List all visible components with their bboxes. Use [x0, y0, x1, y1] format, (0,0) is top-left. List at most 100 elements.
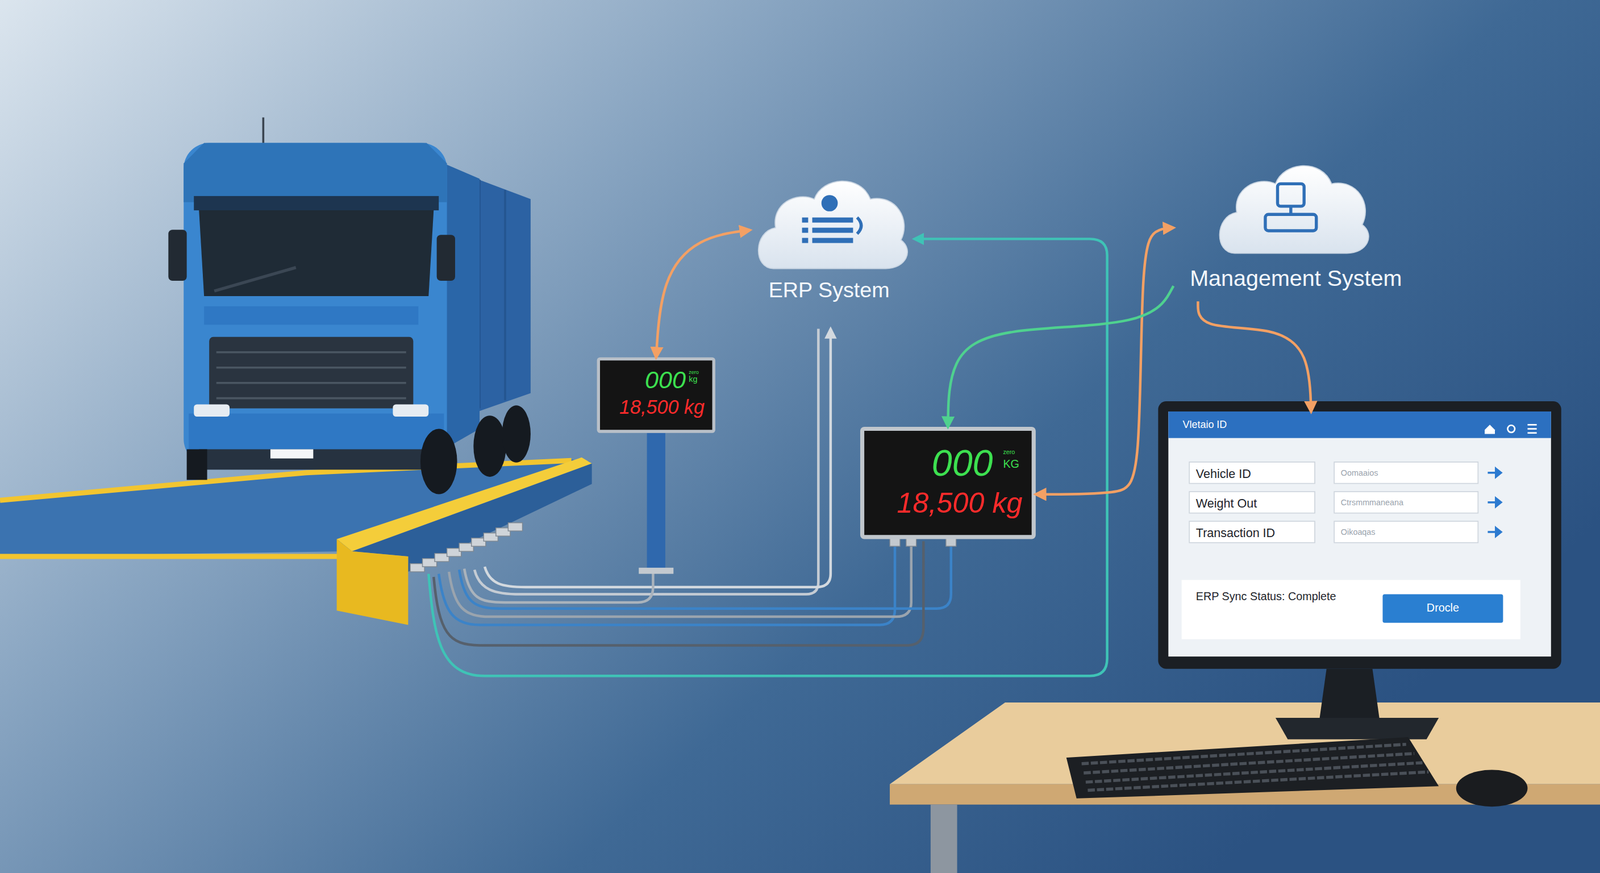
list-bar: [812, 227, 854, 233]
indicator-cable: [464, 568, 653, 603]
cab-roof: [183, 143, 447, 203]
wheel: [473, 415, 506, 477]
status-panel: ERP Sync Status: CompleteDrocle: [1181, 579, 1521, 639]
headlight: [392, 403, 429, 417]
grille-bars: [216, 352, 407, 399]
menu-line: [1527, 427, 1537, 430]
weight-readout: 18,500 kg: [897, 489, 1023, 518]
connector-arrow: [656, 230, 750, 358]
wiper: [214, 267, 297, 291]
windshield: [198, 210, 434, 297]
zero-readout: 000: [644, 367, 686, 393]
cloud-group: [1219, 165, 1369, 254]
wheel: [420, 428, 458, 495]
unit-note: zero: [1002, 448, 1015, 456]
load-cell-cable: [438, 540, 895, 625]
system-label: ERP System: [750, 278, 908, 300]
field-arrow-head: [1496, 468, 1502, 477]
monitor-base: [1275, 717, 1439, 740]
cloud-group: [758, 181, 908, 269]
load-cell: [507, 522, 523, 531]
field-value-box: Oikoaqas: [1333, 520, 1479, 544]
connector-arrow: [947, 285, 1174, 427]
bar: [216, 381, 407, 385]
field-value: Oikoaqas: [1340, 528, 1376, 537]
field-label: Weight Out: [1196, 497, 1257, 510]
number-plate: [270, 448, 314, 458]
load-cell-cable: [448, 540, 912, 617]
bar: [216, 397, 407, 400]
cloud-outline: [758, 181, 908, 269]
deck-beam-end: [336, 539, 409, 625]
weight-readout: 18,500 kg: [619, 397, 705, 417]
unit-note: zero: [688, 369, 699, 375]
list-bar: [812, 238, 854, 244]
cab-side: [443, 163, 480, 449]
keyboard: [1066, 736, 1440, 799]
home-icon: [1484, 424, 1495, 434]
rib: [503, 189, 507, 400]
field-label: Transaction ID: [1196, 526, 1275, 540]
key-row: [1083, 753, 1415, 773]
list-bullet: [802, 227, 809, 233]
system-label: Management System: [1173, 267, 1419, 291]
list-bar: [812, 217, 854, 223]
menu-line: [1527, 423, 1537, 426]
cab-panel: [203, 306, 419, 325]
connector-arrow: [1035, 227, 1174, 495]
key-row: [1087, 771, 1429, 790]
key-row: [1085, 762, 1423, 782]
cab-front: [183, 143, 447, 465]
monitor-screen: Vletaio ID Vehicle ID OomaaiosWeight Out Ct…: [1168, 411, 1551, 657]
headlight: [193, 403, 230, 417]
load-cell-cable: [433, 540, 924, 645]
front-wheel: [186, 448, 208, 480]
sun-visor: [193, 196, 439, 211]
unit-label: KG: [1002, 458, 1020, 470]
screen-icon: [1277, 183, 1304, 207]
list-bullet: [802, 217, 809, 223]
truck: [168, 117, 531, 495]
status-text: ERP Sync Status: Complete: [1196, 590, 1337, 603]
cloud-node: ERP System: [750, 163, 908, 311]
monitor-frame: [1157, 401, 1561, 669]
keyboard-keys: [1081, 744, 1429, 791]
settings-icon: [1507, 425, 1515, 433]
lower-bumper: [198, 448, 434, 470]
field-arrow-head: [1496, 527, 1502, 536]
bar: [216, 366, 407, 369]
field-value: Oomaaios: [1340, 469, 1378, 478]
cloud-outline: [1219, 165, 1369, 254]
screen-icons: [1484, 424, 1537, 536]
field-label-box: Vehicle ID: [1188, 461, 1316, 485]
bar: [216, 351, 407, 354]
field-label: Vehicle ID: [1196, 467, 1252, 481]
load-cell-cable: [459, 540, 952, 609]
monitor-stand: [1319, 668, 1380, 720]
menu-line: [1527, 431, 1537, 434]
weight-indicator: 000zerokg18,500 kg: [597, 357, 716, 433]
zero-readout: 000: [931, 444, 994, 482]
field-arrow: [1487, 471, 1497, 474]
mirror: [168, 229, 187, 281]
field-value-box: Ctrsmmmaneana: [1333, 490, 1479, 514]
field-label-box: Transaction ID: [1188, 520, 1316, 544]
button-label: Drocle: [1382, 602, 1503, 614]
connector-arrow: [1197, 301, 1311, 412]
signal-arc: [857, 217, 862, 235]
window-title: Vletaio ID: [1168, 411, 1551, 439]
signal-cable: [484, 328, 831, 587]
key-row: [1081, 744, 1407, 764]
pole-base: [638, 567, 674, 574]
mirror: [436, 234, 456, 281]
cloud-node: Management System: [1173, 147, 1419, 301]
user-icon: [821, 194, 839, 212]
menu-icon: [1527, 424, 1537, 433]
mouse: [1456, 769, 1528, 807]
indicator-pole: [647, 432, 666, 572]
field-arrows: [1487, 468, 1501, 537]
